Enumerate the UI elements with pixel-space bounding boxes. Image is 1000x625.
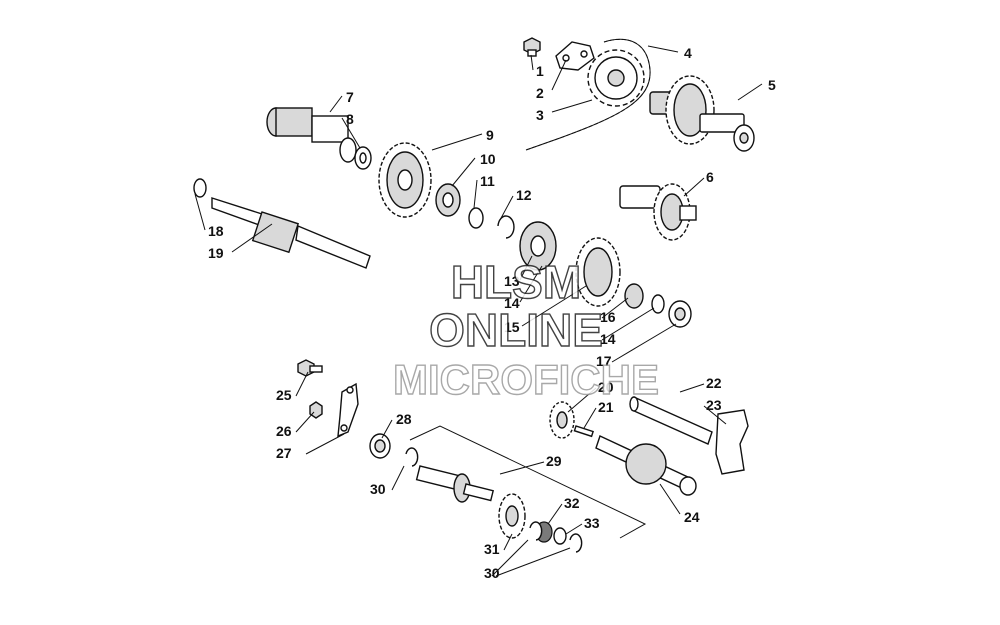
- callout-9: 9: [486, 127, 494, 143]
- part-washer-33: [553, 527, 567, 545]
- part-gear-31: [498, 493, 526, 539]
- part-gear-6: [619, 183, 697, 241]
- part-circlip-30-upper: [405, 447, 419, 467]
- part-drum-24: [595, 435, 697, 496]
- callout-10: 10: [480, 151, 496, 167]
- callout-22: 22: [706, 375, 722, 391]
- callout-3: 3: [536, 107, 544, 123]
- part-washer-14: [651, 294, 665, 314]
- callout-17: 17: [596, 353, 612, 369]
- callout-2: 2: [536, 85, 544, 101]
- part-bearing-16: [624, 283, 644, 309]
- part-shaft-19: [211, 197, 371, 269]
- callout-31: 31: [484, 541, 500, 557]
- part-sprocket-3: [587, 49, 645, 107]
- callout-1: 1: [536, 63, 544, 79]
- callout-33: 33: [584, 515, 600, 531]
- part-shaft-29: [415, 465, 495, 503]
- watermark-line-2: ONLINE: [429, 304, 603, 356]
- part-bolt-26: [309, 401, 323, 419]
- callout-32: 32: [564, 495, 580, 511]
- callout-19: 19: [208, 245, 224, 261]
- part-plate-2: [555, 41, 595, 71]
- callout-12: 12: [516, 187, 532, 203]
- part-bolt-1: [523, 37, 541, 57]
- callout-6: 6: [706, 169, 714, 185]
- callout-14a: 14: [504, 295, 520, 311]
- part-washer-11: [468, 207, 484, 229]
- callout-13: 13: [504, 273, 520, 289]
- part-pin-21: [573, 425, 595, 438]
- leader-lines: [194, 45, 763, 577]
- part-washer-18: [193, 178, 207, 198]
- callout-24: 24: [684, 509, 700, 525]
- part-fork-23: [715, 409, 749, 475]
- callout-11: 11: [480, 173, 495, 189]
- callout-15: 15: [504, 319, 520, 335]
- part-bolt-25: [297, 359, 323, 377]
- part-bracket-27: [337, 382, 359, 438]
- part-gear-9: [378, 142, 432, 218]
- watermark-line-1: HLSM: [451, 256, 581, 308]
- callout-28: 28: [396, 411, 412, 427]
- watermark: HLSM ONLINE MICROFICHE: [392, 255, 659, 403]
- part-bearing-10: [435, 183, 461, 217]
- part-gear-15: [575, 237, 621, 307]
- part-clutch-13: [519, 221, 557, 271]
- part-rod-22: [629, 396, 713, 445]
- callout-4: 4: [684, 45, 692, 61]
- part-gear-shaft-5: [649, 75, 755, 152]
- watermark-line-3: MICROFICHE: [393, 356, 659, 403]
- callout-27: 27: [276, 445, 292, 461]
- callout-30b: 30: [484, 565, 500, 581]
- part-shaft-7: [266, 107, 357, 163]
- callout-labels: 1 2 3 4 5 6 7 8 9 10 11 12 13 14 15 16 1…: [208, 45, 776, 581]
- callout-5: 5: [768, 77, 776, 93]
- callout-18: 18: [208, 223, 224, 239]
- callout-26: 26: [276, 423, 292, 439]
- callout-14b: 14: [600, 331, 616, 347]
- part-chain-4: [525, 38, 651, 151]
- callout-21: 21: [598, 399, 614, 415]
- callout-20: 20: [598, 379, 614, 395]
- callout-29: 29: [546, 453, 562, 469]
- callout-8: 8: [346, 111, 354, 127]
- callout-16: 16: [600, 309, 616, 325]
- part-seal-28: [369, 433, 391, 459]
- callout-23: 23: [706, 397, 722, 413]
- part-circlip-30-lower: [529, 521, 583, 553]
- part-washer-8: [354, 146, 372, 170]
- callout-30a: 30: [370, 481, 386, 497]
- callout-7: 7: [346, 89, 354, 105]
- callout-25: 25: [276, 387, 292, 403]
- part-assembly-outline-29: [409, 425, 647, 539]
- part-bushing-17: [668, 300, 692, 328]
- part-circlip-12: [497, 215, 515, 239]
- part-gear-20: [549, 401, 575, 439]
